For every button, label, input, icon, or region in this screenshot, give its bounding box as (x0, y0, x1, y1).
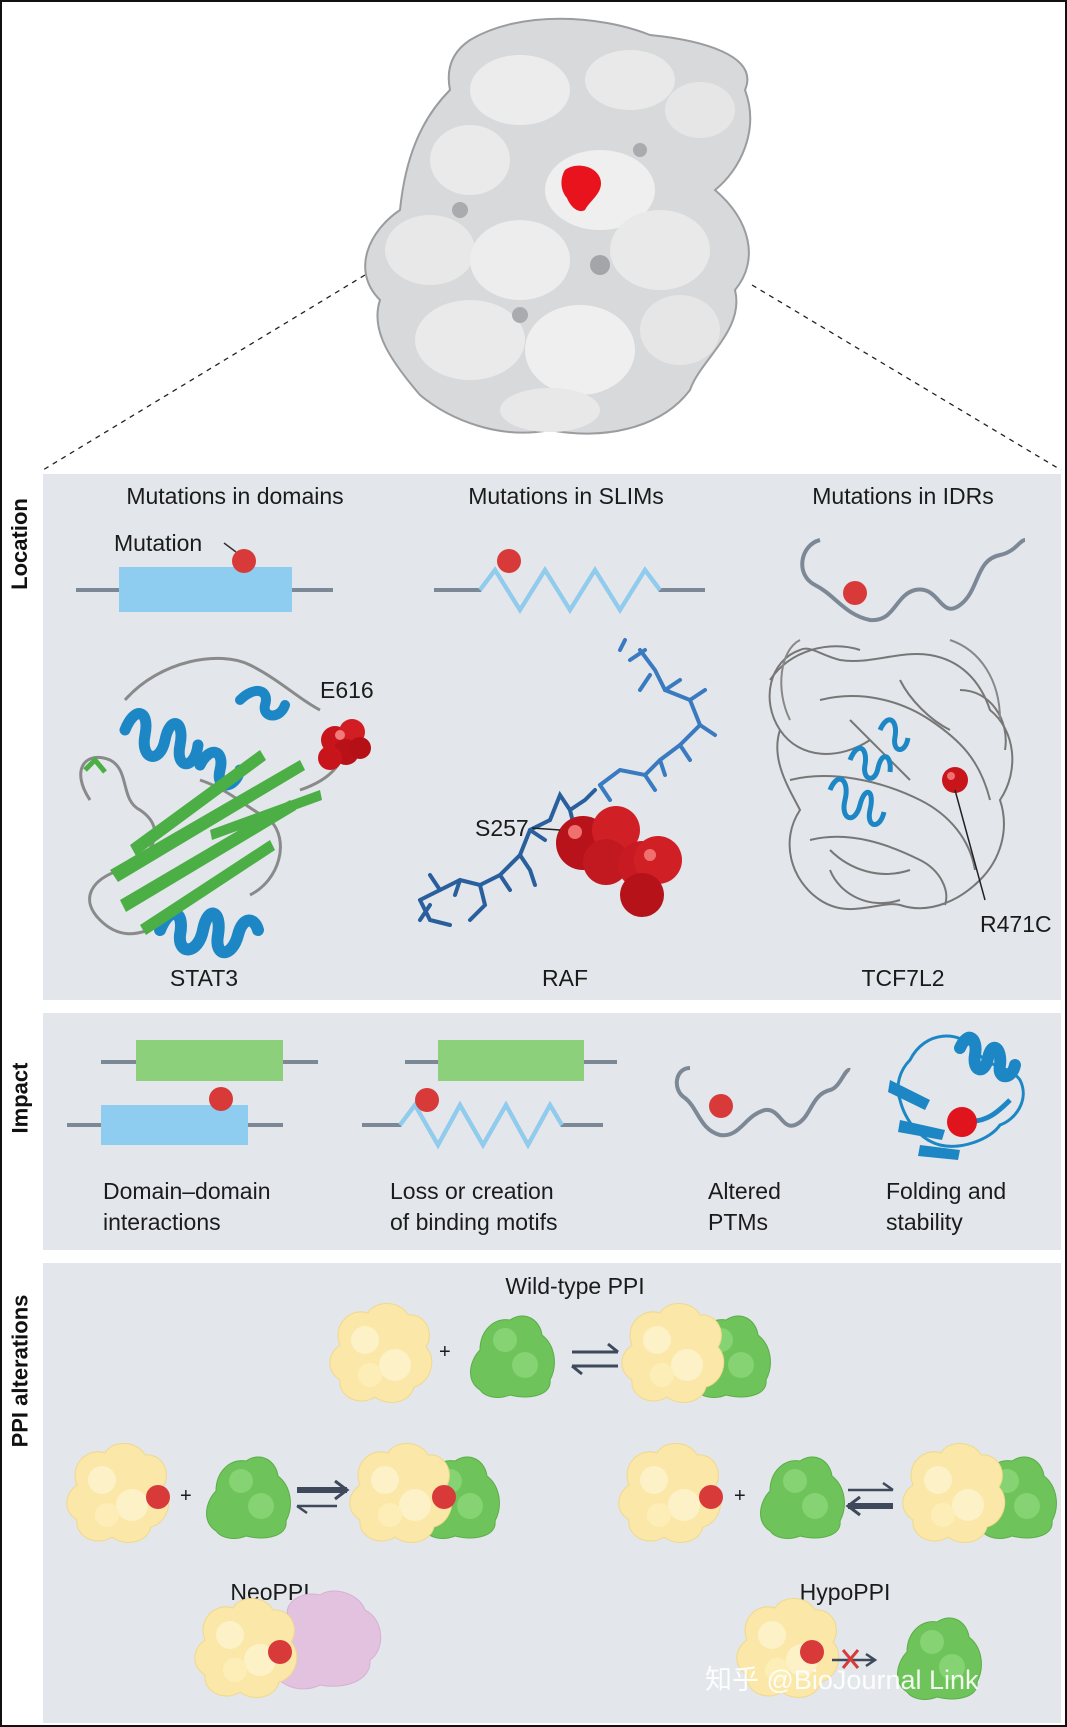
folding-stability-structure (888, 1031, 1025, 1160)
mutation-label: Mutation (114, 530, 203, 556)
s257-sphere (556, 806, 682, 917)
raf-label: RAF (542, 965, 588, 991)
impact-fold-line1: Folding and (886, 1178, 1007, 1204)
zoom-line-right (751, 284, 1062, 471)
slim-schematic (434, 549, 705, 614)
impact-ptm-line2: PTMs (708, 1209, 769, 1235)
impact-fold-line2: stability (886, 1209, 963, 1235)
domains-title: Mutations in domains (126, 483, 344, 509)
hypoppi-reaction (618, 1442, 1057, 1700)
binding-motif-schematic (362, 1040, 617, 1150)
stat3-structure (79, 656, 371, 959)
altered-ptm-schematic (674, 1066, 851, 1138)
neoppi-reaction (66, 1442, 500, 1698)
zoom-line-left (42, 274, 366, 471)
neoppi-label: NeoPPI (230, 1579, 310, 1605)
e616-sphere (318, 719, 371, 770)
impact-motif-line2: of binding motifs (390, 1209, 558, 1235)
wildtype-ppi-title: Wild-type PPI (505, 1273, 645, 1299)
mutation-site-red (561, 165, 602, 212)
e616-label: E616 (320, 677, 374, 703)
s257-label: S257 (475, 815, 529, 841)
impact-domain-line1: Domain–domain (103, 1178, 271, 1204)
hypoppi-no-binding (736, 1597, 982, 1700)
plus-sign-hypo: + (734, 1485, 746, 1507)
slims-title: Mutations in SLIMs (468, 483, 664, 509)
tcf7l2-label: TCF7L2 (861, 965, 945, 991)
r471c-label: R471C (980, 911, 1052, 937)
hypoppi-label: HypoPPI (799, 1579, 891, 1605)
stat3-label: STAT3 (169, 965, 239, 991)
wildtype-reaction (329, 1302, 771, 1403)
watermark: 知乎 @BioJournal Link (705, 1665, 979, 1695)
impact-domain-line2: interactions (103, 1209, 221, 1235)
domain-schematic (76, 542, 333, 612)
impact-motif-line1: Loss or creation (390, 1178, 554, 1204)
plus-sign-wildtype: + (439, 1341, 451, 1363)
neoppi-complex (194, 1590, 382, 1698)
idrs-title: Mutations in IDRs (812, 483, 994, 509)
protein-surface-graphic (42, 17, 1062, 471)
impact-ptm-line1: Altered (708, 1178, 781, 1204)
domain-domain-schematic (67, 1040, 318, 1145)
protein-surface (364, 17, 752, 435)
tcf7l2-structure (768, 639, 1014, 910)
idr-schematic (800, 538, 1026, 623)
tcf7l2-helices (827, 717, 911, 827)
plus-sign-neo: + (180, 1485, 192, 1507)
